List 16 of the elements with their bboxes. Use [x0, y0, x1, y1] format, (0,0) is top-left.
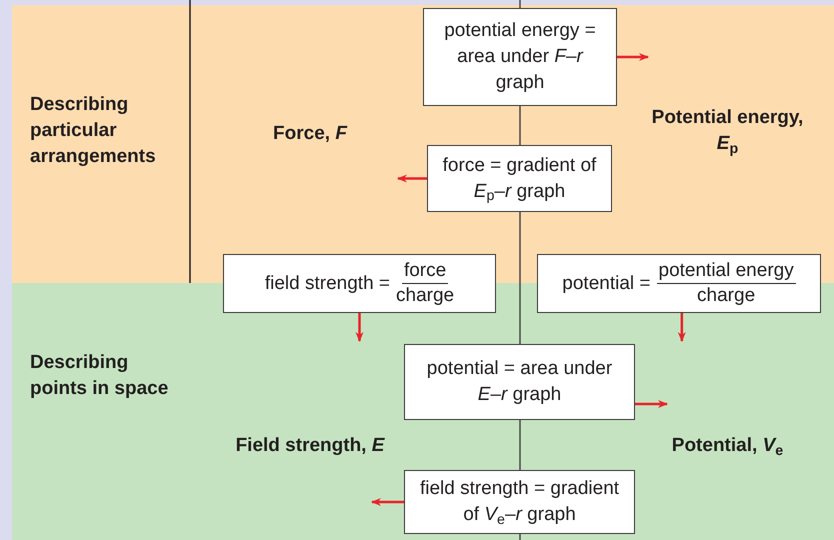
arrow: [397, 174, 427, 182]
row-heading: Field strength, E: [234, 434, 386, 458]
row-heading: Potential, V$_{e}$: [670, 434, 784, 459]
arrow: [356, 313, 364, 342]
row-heading: Describing particular arrangements: [30, 93, 157, 169]
arrow: [635, 400, 668, 408]
formula-box: force = gradient of E$_{p}$–r graph: [427, 145, 612, 212]
row-heading: Potential energy, E$_{p}$: [650, 106, 804, 157]
formula-box: field strength = gradient of V$_{e}$–r graph: [404, 470, 635, 534]
formula-box: potential energy = area under F–r graph: [423, 8, 617, 106]
row-heading: Describing points in space: [30, 351, 170, 401]
arrow: [678, 313, 686, 342]
row-heading: Force, F: [272, 122, 348, 146]
formula-box: potential = area under E–r graph: [404, 344, 635, 420]
arrow: [371, 498, 404, 506]
arrow: [617, 53, 649, 61]
